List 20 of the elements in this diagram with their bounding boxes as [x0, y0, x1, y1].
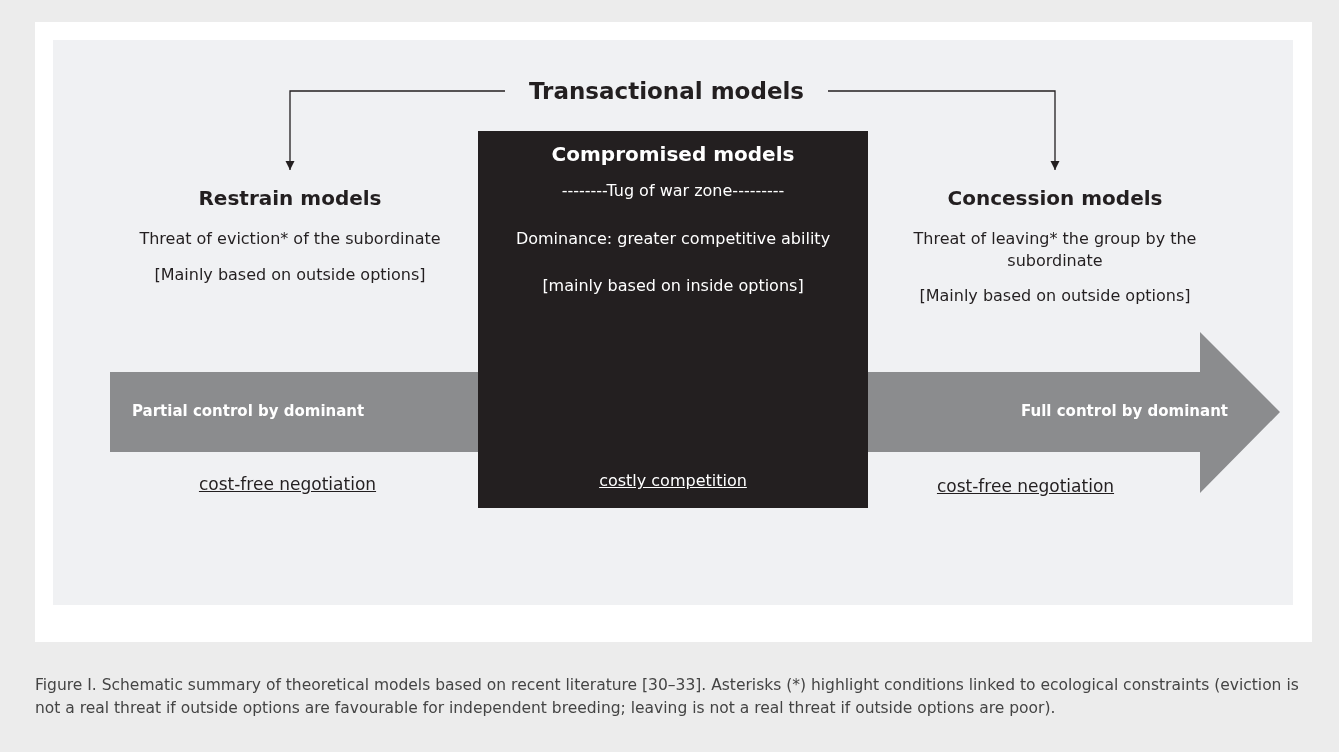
model-description: Threat of leaving* the group by the subordinate: [912, 228, 1198, 272]
model-description: [Mainly based on outside options]: [154, 263, 426, 286]
outcome-label: cost-free negotiation: [197, 474, 378, 494]
model-box: [478, 131, 868, 508]
arrow: [285, 90, 506, 171]
model-description: --------Tug of war zone---------: [561, 180, 785, 202]
model-heading: Compromised models: [551, 141, 795, 168]
model-description: Threat of eviction* of the subordinate: [139, 228, 441, 250]
model-description: [Mainly based on outside options]: [919, 285, 1191, 307]
group-heading: Transactional models: [505, 72, 828, 110]
arrow-label: Full control by dominant: [1021, 402, 1228, 420]
model-heading: Concession models: [947, 185, 1163, 212]
model-description: Dominance: greater competitive ability: [515, 227, 831, 250]
outcome-label: costly competition: [599, 470, 747, 492]
figure-caption: Figure I. Schematic summary of theoretical models based on recent literature [30–33]. Asterisks (*) highlight conditions linked to ecological constraints (eviction is not a real threat if outside options are favourable for independent breeding; leaving is not a real threat if outside options are poor).: [35, 675, 1300, 720]
model-heading: Restrain models: [198, 185, 382, 212]
arrow: [827, 90, 1060, 171]
arrow-label: Partial control by dominant: [132, 402, 365, 420]
outcome-label: cost-free negotiation: [935, 476, 1116, 496]
model-description: [mainly based on inside options]: [542, 275, 804, 297]
